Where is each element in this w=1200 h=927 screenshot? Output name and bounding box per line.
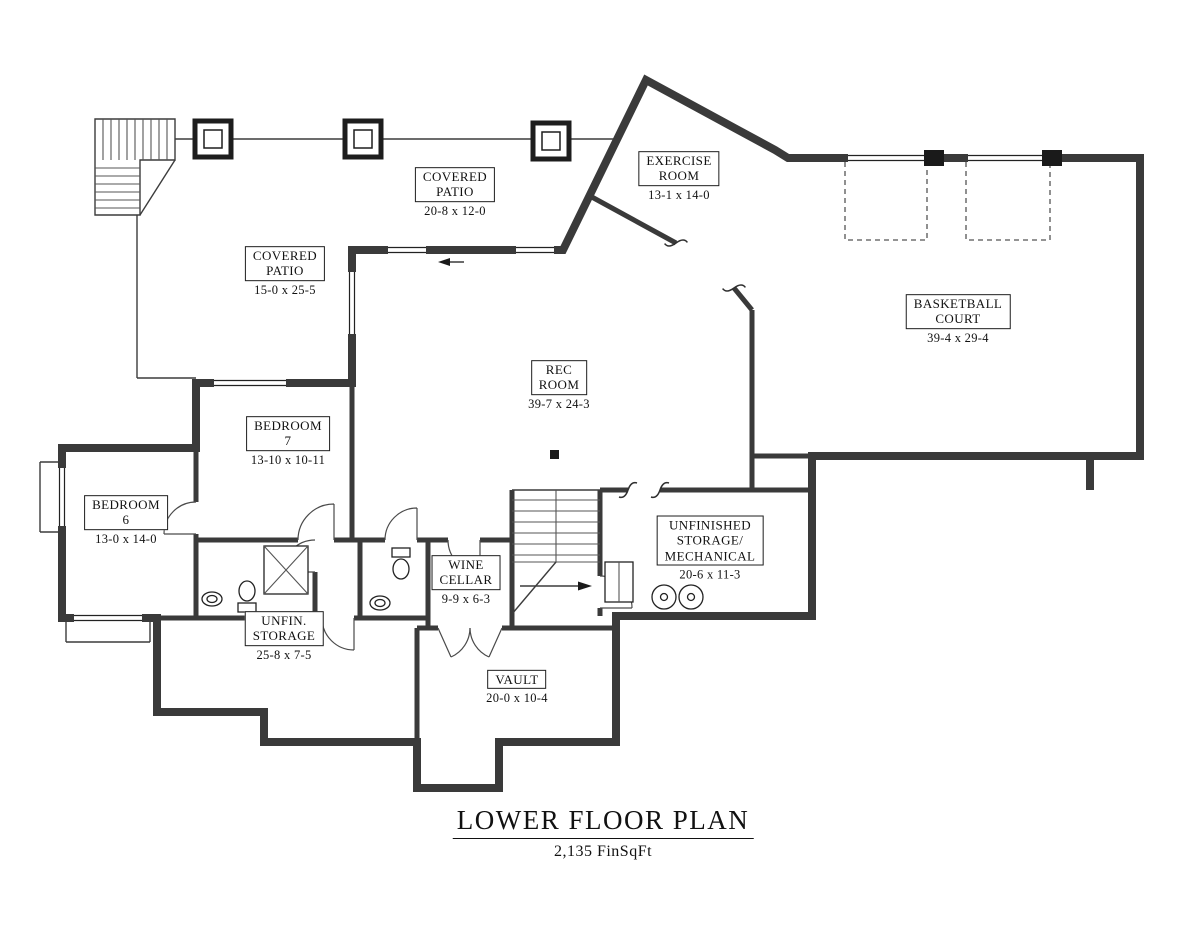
main-stairs bbox=[511, 490, 600, 615]
plan-title: LOWER FLOOR PLAN bbox=[452, 805, 754, 839]
wall-pilaster bbox=[1042, 150, 1062, 166]
toilet-icon bbox=[392, 558, 410, 580]
exterior-walls bbox=[58, 74, 1144, 792]
column-icon bbox=[530, 120, 572, 162]
structural-post bbox=[550, 450, 559, 459]
toilet-tank-icon bbox=[391, 547, 411, 558]
mechanical-equipment bbox=[604, 561, 704, 610]
entry-arrow bbox=[438, 258, 464, 266]
wall-pilaster bbox=[924, 150, 944, 166]
column-icon bbox=[192, 118, 234, 160]
bathroom1-fixtures bbox=[201, 545, 309, 613]
exterior-stairs bbox=[94, 118, 176, 216]
patio-edge-lines bbox=[136, 138, 617, 379]
interior-walls bbox=[157, 193, 812, 742]
patio-columns bbox=[192, 118, 572, 162]
toilet-tank-icon bbox=[237, 602, 257, 613]
stair-direction-arrow bbox=[578, 581, 592, 591]
toilet-icon bbox=[238, 580, 256, 602]
window-wells-dashed bbox=[351, 162, 1051, 540]
column-icon bbox=[342, 118, 384, 160]
doors bbox=[163, 501, 633, 658]
plan-title-block: LOWER FLOOR PLAN 2,135 FinSqFt bbox=[452, 805, 754, 861]
plan-square-footage: 2,135 FinSqFt bbox=[553, 843, 653, 860]
bathroom2-fixtures bbox=[369, 547, 411, 611]
windows bbox=[57, 150, 1062, 623]
wall-break-marks bbox=[618, 239, 746, 499]
